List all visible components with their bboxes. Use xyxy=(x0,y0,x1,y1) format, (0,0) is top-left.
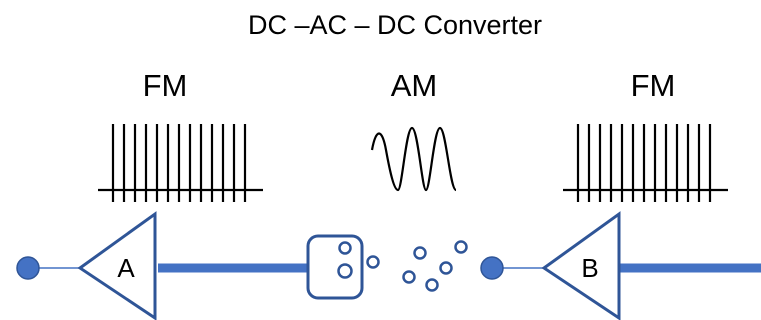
diagram-title: DC –AC – DC Converter xyxy=(247,10,543,40)
particles xyxy=(402,240,468,292)
fm-right-pulses xyxy=(576,124,712,202)
converter-box xyxy=(306,234,380,300)
terminal-left xyxy=(16,256,40,280)
fm-left-pulses xyxy=(111,124,247,202)
amplifier-a: A xyxy=(77,211,157,320)
fm-left-pulse-train xyxy=(98,124,263,202)
am-sine-wave xyxy=(370,126,458,192)
fm-right-pulse-train xyxy=(563,124,728,202)
fm-right-label: FM xyxy=(630,68,676,103)
amplifier-a-label: A xyxy=(117,253,135,283)
am-label: AM xyxy=(390,68,438,103)
terminal-right xyxy=(480,256,504,280)
fm-left-label: FM xyxy=(142,68,188,103)
amplifier-b: B xyxy=(541,211,621,320)
amplifier-b-label: B xyxy=(581,253,598,283)
